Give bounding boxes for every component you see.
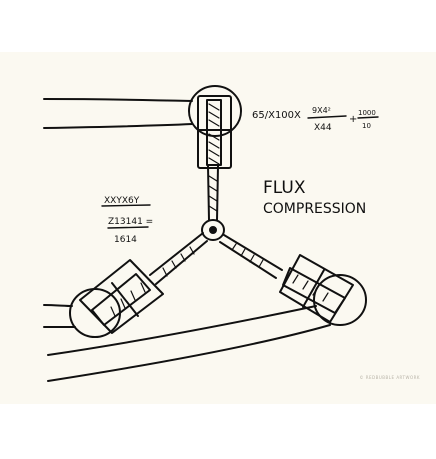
top-eq-frac-denominator: 10 (362, 122, 371, 130)
top-eq-frac-numerator: 1000 (358, 109, 376, 117)
top-eq-denominator: X44 (314, 123, 332, 133)
left-inner-rod (91, 273, 151, 326)
left-eq-middle: Z13141 = (108, 217, 153, 227)
left-eq-bar-2 (107, 226, 149, 229)
left-cylinder-body (79, 259, 164, 334)
left-cylinder-divider (111, 282, 139, 317)
bottom-pipe-upper (47, 305, 317, 356)
left-cylinder-cap (69, 288, 121, 338)
top-eq-plus: + (349, 114, 357, 125)
left-eq-numerator: XXYX6Y (104, 196, 140, 206)
right-cylinder-cap (313, 274, 367, 326)
bottom-pipe-lower (47, 324, 331, 382)
top-pipe-lower (43, 123, 193, 129)
paper-background (0, 52, 436, 404)
top-shaft (207, 165, 219, 221)
title-flux: FLUX (263, 178, 306, 198)
left-shaft (149, 232, 208, 285)
left-eq-denominator: 1614 (114, 235, 137, 245)
top-eq-bar (307, 115, 347, 119)
right-cylinder-divider (302, 269, 325, 308)
center-node-core (209, 226, 217, 234)
top-eq-frac-bar (357, 116, 379, 119)
top-pipe (43, 98, 193, 102)
right-shaft (219, 234, 283, 279)
right-inner-rod (282, 267, 346, 314)
top-cylinder-cap (188, 85, 242, 137)
top-eq-left: 65/X100X (252, 110, 301, 121)
top-eq-numerator: 9X4² (312, 106, 331, 115)
left-eq-bar-1 (101, 204, 151, 207)
top-cylinder-body (197, 95, 232, 169)
center-node (201, 219, 225, 241)
title-compression: COMPRESSION (263, 201, 366, 217)
artist-credit: © REDBUBBLE ARTWORK (359, 375, 420, 380)
top-inner-rod (206, 99, 222, 166)
left-pipe (43, 304, 73, 307)
